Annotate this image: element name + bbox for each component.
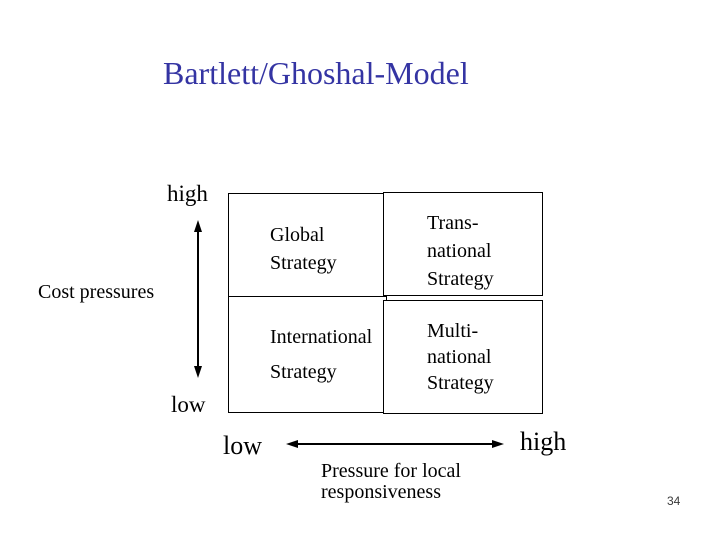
page-number: 34 bbox=[667, 494, 681, 508]
y-axis-low-label: low bbox=[171, 392, 206, 417]
quadrant-label-line: Multi- bbox=[427, 320, 479, 342]
slide-title: Bartlett/Ghoshal-Model bbox=[163, 55, 469, 91]
quadrant-label-line: Strategy bbox=[270, 361, 337, 383]
quadrant-box-multinational bbox=[383, 300, 543, 414]
x-axis-title-line2: responsiveness bbox=[321, 481, 441, 503]
quadrant-label-international: International Strategy bbox=[270, 320, 372, 390]
y-axis-high-label: high bbox=[167, 181, 208, 206]
quadrant-label-line: national bbox=[427, 346, 492, 368]
quadrant-label-line: national bbox=[427, 240, 492, 262]
x-axis-title-line1: Pressure for local bbox=[321, 460, 461, 482]
quadrant-label-line: Strategy bbox=[270, 252, 337, 274]
y-axis-title: Cost pressures bbox=[38, 281, 155, 303]
x-axis-title: Pressure for local responsiveness bbox=[321, 461, 461, 503]
quadrant-box-global bbox=[228, 193, 387, 297]
quadrant-box-transnational bbox=[383, 192, 543, 296]
quadrant-label-line: Trans- bbox=[427, 212, 479, 234]
x-axis-high-label: high bbox=[520, 427, 567, 456]
quadrant-label-line: Strategy bbox=[427, 268, 494, 290]
quadrant-label-transnational: Trans- national Strategy bbox=[427, 209, 494, 293]
quadrant-label-global: Global Strategy bbox=[270, 221, 337, 277]
quadrant-box-international bbox=[228, 296, 387, 413]
quadrant-label-line: Strategy bbox=[427, 372, 494, 394]
quadrant-label-line: Global bbox=[270, 224, 325, 246]
quadrant-label-line: International bbox=[270, 326, 373, 348]
quadrant-label-multinational: Multi- national Strategy bbox=[427, 318, 494, 396]
y-axis-arrow bbox=[194, 220, 202, 378]
x-axis-arrow bbox=[286, 440, 504, 448]
x-axis-low-label: low bbox=[223, 431, 262, 460]
